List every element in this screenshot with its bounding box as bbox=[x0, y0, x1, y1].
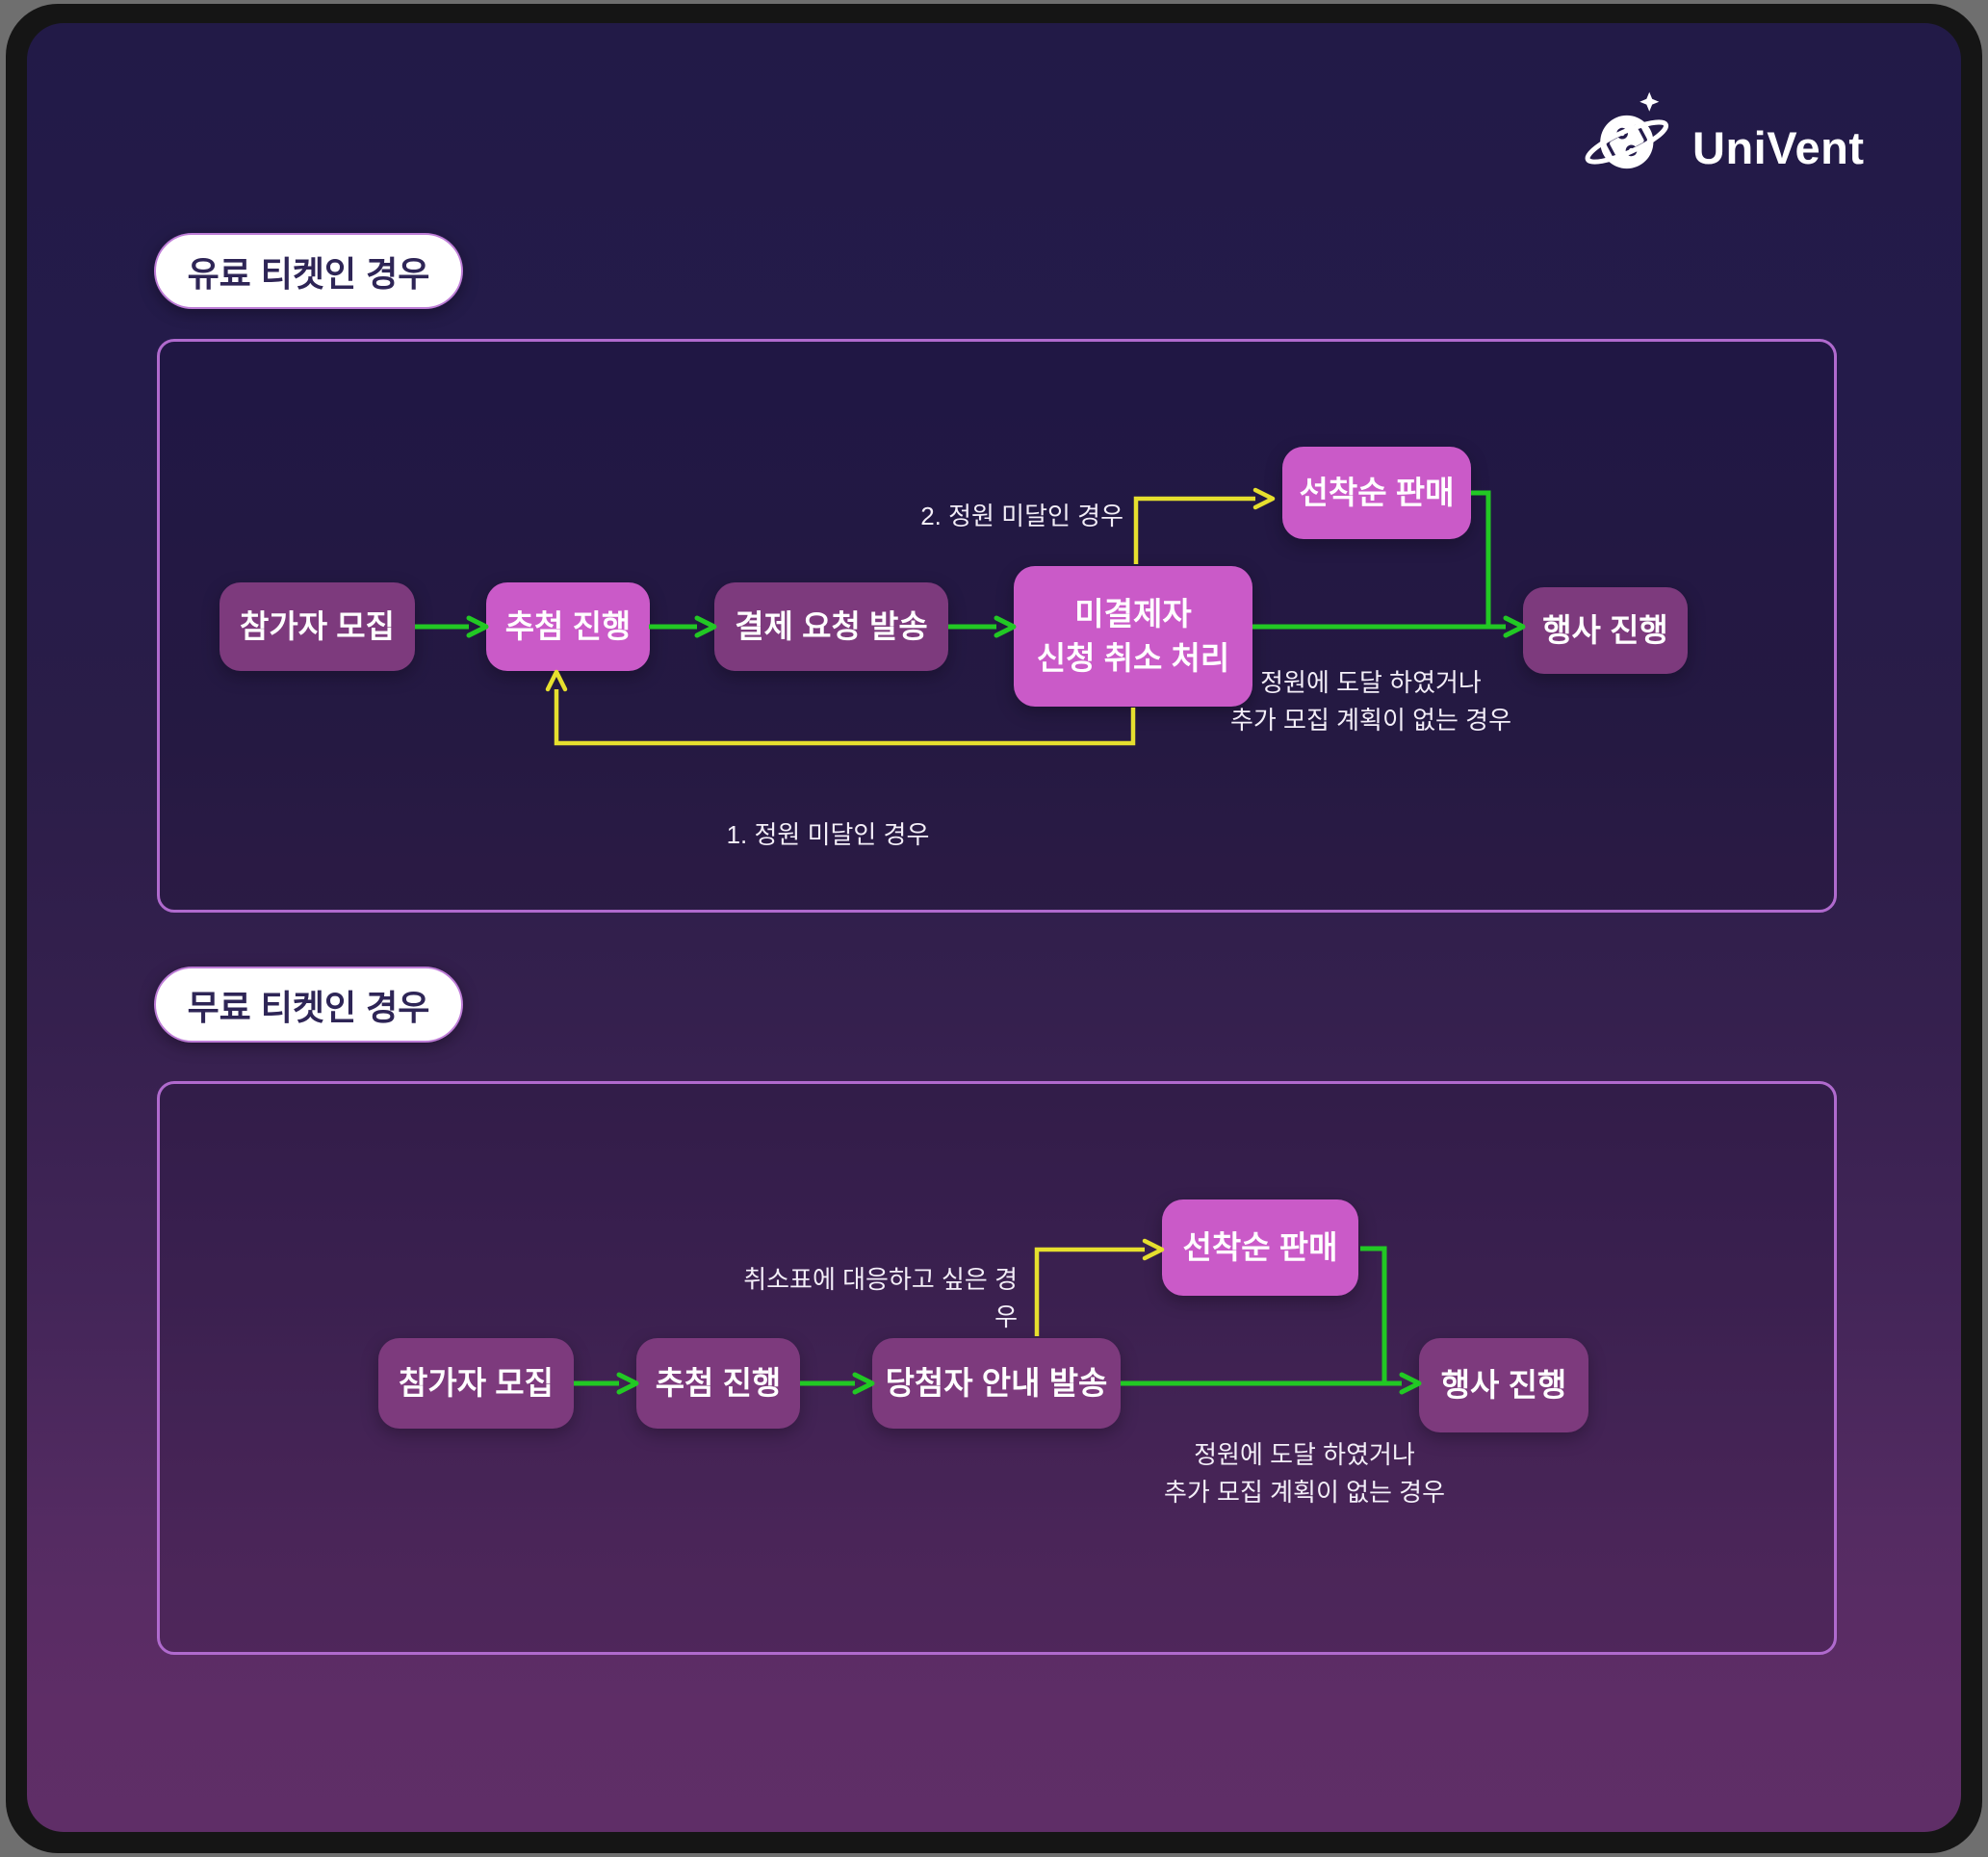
gradient-background bbox=[27, 23, 1961, 1832]
node-label: 참가자 모집 bbox=[399, 1364, 554, 1401]
capacity-line2: 추가 모집 계획이 없는 경우 bbox=[1229, 706, 1511, 735]
node-paid-recruit: 참가자 모집 bbox=[219, 582, 415, 671]
badge-paid-ticket: 유료 티켓인 경우 bbox=[154, 233, 463, 309]
node-label: 행사 진행 bbox=[1542, 611, 1668, 648]
node-label: 선착순 판매 bbox=[1182, 1228, 1338, 1265]
edge-label-paid-under-capacity-2: 2. 정원 미달인 경우 bbox=[920, 502, 1123, 530]
node-label: 참가자 모집 bbox=[240, 607, 395, 644]
edge-label-paid-under-capacity-1: 1. 정원 미달인 경우 bbox=[726, 820, 930, 849]
node-free-recruit: 참가자 모집 bbox=[378, 1338, 574, 1429]
node-free-fcfs-sale: 선착순 판매 bbox=[1162, 1199, 1358, 1296]
node-free-event-run: 행사 진행 bbox=[1419, 1338, 1588, 1432]
node-free-lottery: 추첨 진행 bbox=[636, 1338, 800, 1429]
node-paid-cancel-unpaid: 미결제자 신청 취소 처리 bbox=[1014, 566, 1252, 707]
edge-label-paid-capacity: 정원에 도달 하였거나 추가 모집 계획이 없는 경우 bbox=[1217, 664, 1525, 739]
logo-text: UniVent bbox=[1692, 121, 1865, 173]
capacity-line1: 정원에 도달 하였거나 bbox=[1260, 668, 1482, 697]
node-paid-event-run: 행사 진행 bbox=[1523, 587, 1688, 674]
badge-paid-label: 유료 티켓인 경우 bbox=[187, 253, 430, 294]
capacity-line1: 정원에 도달 하였거나 bbox=[1194, 1440, 1415, 1469]
node-paid-payment-request: 결제 요청 발송 bbox=[714, 582, 948, 671]
univent-logo: UniVent bbox=[1585, 89, 1865, 181]
edge-label-free-capacity: 정원에 도달 하였거나 추가 모집 계획이 없는 경우 bbox=[1150, 1436, 1459, 1511]
badge-free-ticket: 무료 티켓인 경우 bbox=[154, 967, 463, 1043]
planet-ticket-icon bbox=[1585, 91, 1669, 169]
node-free-winner-notice: 당첨자 안내 발송 bbox=[872, 1338, 1121, 1429]
node-label: 당첨자 안내 발송 bbox=[885, 1364, 1108, 1401]
node-label: 결제 요청 발송 bbox=[735, 607, 928, 644]
capacity-line2: 추가 모집 계획이 없는 경우 bbox=[1163, 1478, 1445, 1507]
node-paid-fcfs-sale: 선착순 판매 bbox=[1282, 447, 1471, 539]
node-label: 선착순 판매 bbox=[1299, 474, 1455, 510]
edge-label-free-cancel-seats: 취소표에 대응하고 싶은 경우 bbox=[743, 1265, 1018, 1331]
node-label-line1: 미결제자 bbox=[1074, 595, 1192, 632]
badge-free-label: 무료 티켓인 경우 bbox=[187, 987, 430, 1027]
node-label: 행사 진행 bbox=[1440, 1366, 1567, 1403]
node-paid-lottery: 추첨 진행 bbox=[486, 582, 650, 671]
node-label-line2: 신청 취소 처리 bbox=[1036, 640, 1230, 676]
node-label: 추첨 진행 bbox=[655, 1364, 782, 1401]
node-label: 추첨 진행 bbox=[504, 607, 632, 644]
